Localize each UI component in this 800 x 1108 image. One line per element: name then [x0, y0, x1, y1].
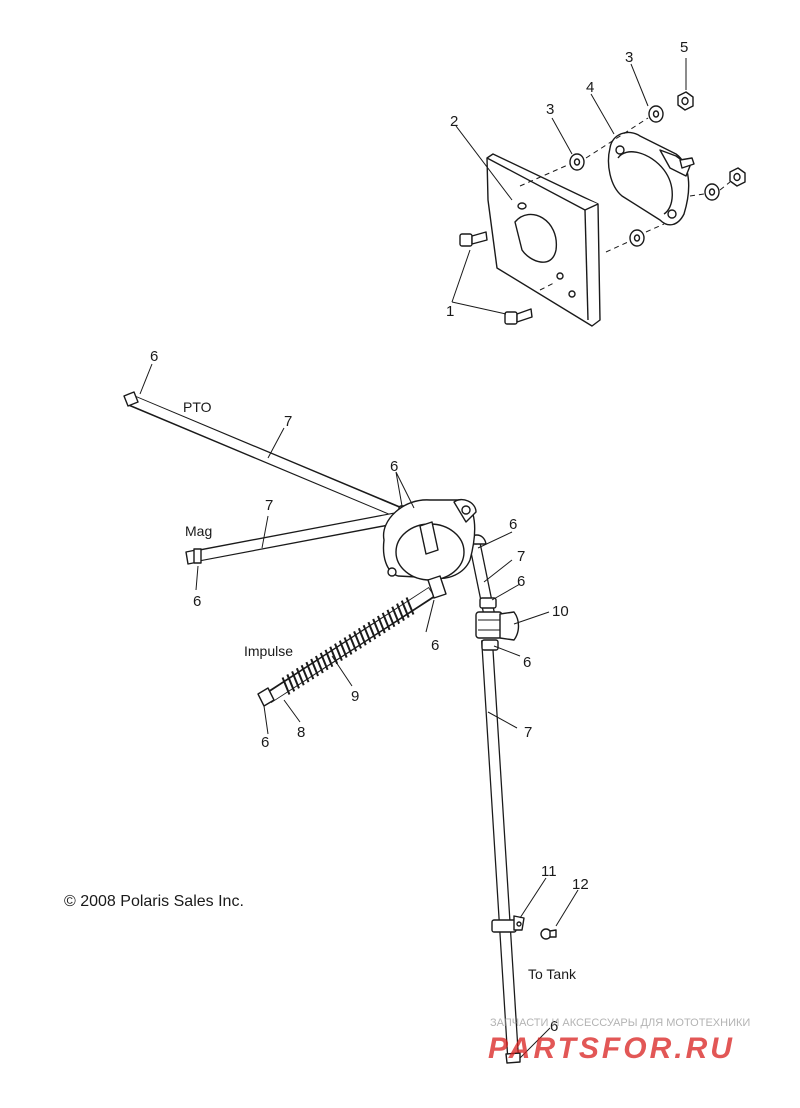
- spring-coil: [324, 649, 334, 668]
- spring-coil: [386, 609, 396, 628]
- spring-coil: [353, 630, 362, 649]
- spring-coil: [400, 600, 410, 618]
- label-mag: Mag: [185, 523, 212, 539]
- callout-9: 9: [351, 688, 359, 705]
- callout-6: 6: [261, 734, 269, 751]
- spring-coil: [291, 670, 300, 689]
- hose-labels: PTO Mag Impulse To Tank: [183, 399, 577, 982]
- spring-coil: [310, 658, 319, 677]
- label-to-tank: To Tank: [528, 966, 577, 982]
- spring-coil: [315, 655, 324, 674]
- copyright-notice: © 2008 Polaris Sales Inc.: [64, 893, 244, 910]
- callout-11: 11: [541, 863, 557, 880]
- callout-6: 6: [550, 1018, 558, 1035]
- clamp: [481, 639, 499, 651]
- callout-6: 6: [523, 654, 531, 671]
- spring-coil: [305, 661, 315, 680]
- callout-3: 3: [625, 49, 633, 66]
- callout-2: 2: [450, 113, 458, 130]
- label-pto: PTO: [183, 399, 212, 415]
- callout-5: 5: [680, 39, 688, 56]
- callout-1: 1: [446, 303, 454, 320]
- spring-coil: [329, 646, 339, 665]
- spring-coil: [295, 667, 305, 686]
- spring-coil: [319, 652, 329, 671]
- hose-clip: [491, 915, 525, 933]
- spring-coil: [372, 618, 381, 637]
- bolt-upper: [459, 231, 488, 247]
- spring-coil: [300, 664, 310, 683]
- callout-3: 3: [546, 101, 554, 118]
- spring-coil: [377, 615, 386, 634]
- fuel-lines: [123, 391, 557, 1064]
- inline-fuel-filter: [475, 611, 520, 641]
- callout-numbers: 1 2 3 3 4 5 6 6 6 6 6 6 6 6 6 7 7 7 7 8 …: [150, 39, 688, 1035]
- bracket-assembly: [459, 91, 746, 327]
- clip-screw: [540, 928, 557, 940]
- spring-coil: [396, 603, 405, 622]
- spring-coil: [357, 627, 367, 646]
- spring-coil: [348, 634, 358, 652]
- spring-coil: [338, 640, 348, 658]
- callout-6: 6: [517, 573, 525, 590]
- spring-coil: [281, 677, 291, 695]
- callout-leaders: [139, 58, 687, 1059]
- callout-7: 7: [517, 548, 525, 565]
- spring-coil: [343, 637, 353, 655]
- callout-8: 8: [297, 724, 305, 741]
- callout-6: 6: [150, 348, 158, 365]
- label-impulse: Impulse: [244, 643, 293, 659]
- spring-coil: [362, 624, 372, 643]
- callout-6: 6: [509, 516, 517, 533]
- spring-coil: [286, 674, 296, 692]
- hose-mag: [185, 510, 410, 565]
- callout-7: 7: [524, 724, 532, 741]
- callout-4: 4: [586, 79, 594, 96]
- clamp: [479, 597, 497, 609]
- callout-12: 12: [572, 876, 589, 893]
- spring-coil: [391, 606, 401, 625]
- callout-7: 7: [284, 413, 292, 430]
- callout-6: 6: [431, 637, 439, 654]
- spring-coil: [405, 597, 415, 615]
- callout-6: 6: [193, 593, 201, 610]
- callout-10: 10: [552, 603, 569, 620]
- hose-impulse: [257, 586, 436, 707]
- spring-guard: [281, 597, 415, 695]
- watermark: ЗАПЧАСТИ И АКСЕССУАРЫ ДЛЯ МОТОТЕХНИКИ PA…: [488, 1017, 750, 1065]
- fuel-pump-body: [382, 498, 477, 599]
- watermark-brand: PARTSFOR.RU: [488, 1032, 735, 1065]
- watermark-tagline: ЗАПЧАСТИ И АКСЕССУАРЫ ДЛЯ МОТОТЕХНИКИ: [490, 1017, 750, 1029]
- callout-6: 6: [390, 458, 398, 475]
- spring-coil: [381, 612, 391, 631]
- fuel-pump-cover: [607, 131, 695, 226]
- bolt-lower: [504, 308, 533, 325]
- spring-coil: [334, 643, 343, 662]
- spring-coil: [367, 621, 377, 640]
- callout-7: 7: [265, 497, 273, 514]
- hose-pto: [123, 391, 406, 520]
